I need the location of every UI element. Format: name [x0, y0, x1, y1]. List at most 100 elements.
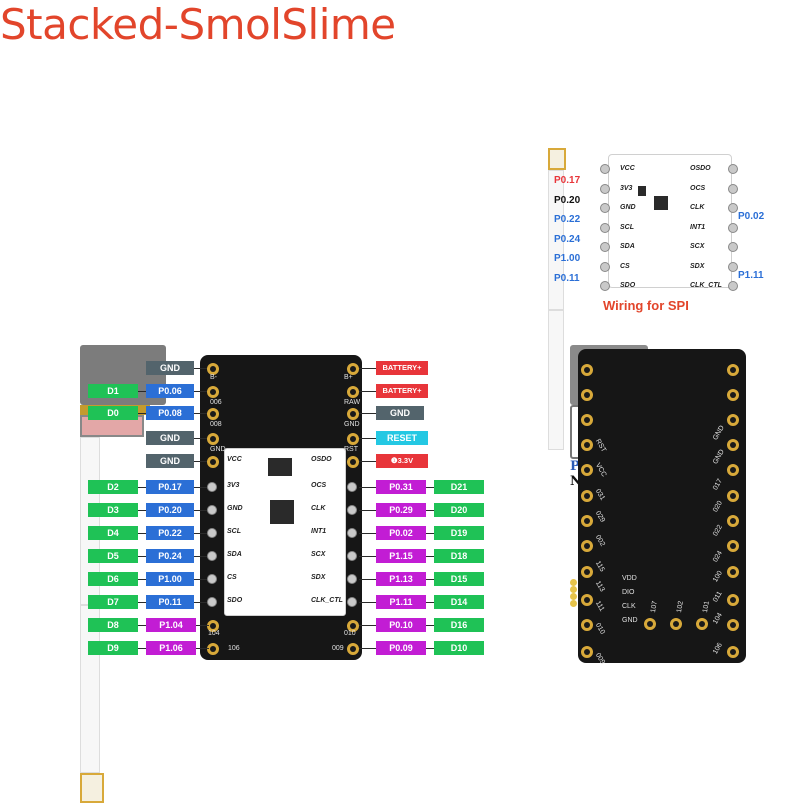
nrf-label-left: P0.20	[146, 503, 194, 517]
gpio-label-left: D5	[88, 549, 138, 563]
leader-line-left	[138, 413, 146, 414]
front-module-silk-right: SCX	[311, 551, 326, 558]
front-module-silk-left: SDA	[227, 551, 242, 558]
back-small-pad	[570, 600, 577, 607]
front-pin-left	[207, 386, 219, 398]
spi-pin-label-left: P0.17	[554, 175, 581, 186]
front-pin-right	[347, 620, 359, 632]
leader-line-right	[426, 579, 434, 580]
leader-line-left	[194, 391, 207, 392]
nrf-label-right: GND	[376, 406, 424, 420]
gpio-label-right: D10	[434, 641, 484, 655]
back-pin-left	[581, 515, 593, 527]
back-pcb	[578, 349, 746, 663]
front-pin-right	[347, 505, 357, 515]
front-pin-left	[207, 528, 217, 538]
leader-line-right	[359, 461, 376, 462]
spi-header-pin-right	[728, 222, 738, 233]
gpio-label-right: D14	[434, 595, 484, 609]
front-module-silk-right: OCS	[311, 482, 327, 489]
leader-line-right	[426, 556, 434, 557]
back-pin-lead	[570, 519, 571, 549]
front-silk-right: GND	[344, 421, 360, 428]
nrf-label-right: BATTERY+	[376, 361, 428, 375]
leader-line-left	[138, 510, 146, 511]
nrf-label-left: P0.08	[146, 406, 194, 420]
gpio-label-left: D3	[88, 503, 138, 517]
front-module-silk-left: SCL	[227, 528, 241, 535]
back-pin-left	[581, 594, 593, 606]
front-silk-left: B-	[210, 374, 217, 381]
back-pin-left	[581, 646, 593, 658]
leader-line-right	[359, 368, 376, 369]
spi-header-strip-left	[548, 170, 564, 310]
front-pin-right	[347, 386, 359, 398]
nrf-label-left: P0.11	[146, 595, 194, 609]
front-silk-left: 008	[210, 421, 222, 428]
front-module-silk-left: VCC	[227, 456, 242, 463]
spi-module-silk-right: SCX	[690, 243, 705, 250]
leader-line-right	[426, 648, 434, 649]
front-pin-left	[207, 597, 217, 607]
gpio-label-left: D0	[88, 406, 138, 420]
gpio-label-right: D21	[434, 480, 484, 494]
nrf-label-right: P0.09	[376, 641, 426, 655]
back-small-pad-label: GND	[622, 617, 638, 624]
spi-pin-label-right: P1.11	[738, 270, 764, 281]
gpio-label-left: D9	[88, 641, 138, 655]
front-silk-bottom-left2: 106	[228, 645, 240, 652]
page-title: Stacked-SmolSlime	[0, 0, 396, 49]
front-module-silk-right: CLK	[311, 505, 326, 512]
spi-header-pin-right	[728, 261, 738, 272]
nrf-label-left: P0.24	[146, 549, 194, 563]
spi-caption: Wiring for SPI	[603, 298, 689, 313]
spi-header-pin-left	[600, 261, 610, 272]
spi-header-pin-left	[600, 164, 610, 174]
back-pin-right	[727, 619, 739, 631]
leader-line-left	[138, 533, 146, 534]
nrf-label-left: P0.17	[146, 480, 194, 494]
leader-line-right	[426, 533, 434, 534]
spi-header-pin-left	[600, 203, 610, 213]
leader-line-right	[426, 602, 434, 603]
gpio-label-right: D18	[434, 549, 484, 563]
gpio-label-left: D1	[88, 384, 138, 398]
nrf-label-left: GND	[146, 361, 194, 375]
spi-module-silk-left: SDA	[620, 243, 635, 250]
back-pin-bottom	[644, 618, 656, 630]
front-pin-left	[207, 643, 219, 655]
front-module-silk-left: GND	[227, 505, 243, 512]
spi-pin-label-left: P0.20	[554, 194, 581, 206]
nrf-label-right: P0.02	[376, 526, 426, 540]
leader-line-left	[138, 487, 146, 488]
leader-line-right	[359, 648, 376, 649]
nrf-label-right: BATTERY+	[376, 384, 428, 398]
back-pin-right	[727, 414, 739, 426]
gpio-label-right: D16	[434, 618, 484, 632]
leader-line-left	[194, 461, 207, 462]
back-pin-lead	[570, 549, 571, 579]
leader-line-left	[138, 556, 146, 557]
spi-small-chip	[638, 186, 646, 196]
back-pin-right	[727, 566, 739, 578]
nrf-label-left: GND	[146, 454, 194, 468]
back-pin-left	[581, 464, 593, 476]
nrf-label-left: GND	[146, 431, 194, 445]
back-pin-right	[727, 594, 739, 606]
leader-line-left	[194, 556, 207, 557]
back-small-pad	[570, 586, 577, 593]
front-reg-chip	[268, 458, 292, 476]
back-pin-left	[581, 414, 593, 426]
spi-module-silk-left: VCC	[620, 165, 635, 172]
spi-module-silk-right: SDX	[690, 262, 705, 270]
front-imu-module	[224, 448, 346, 616]
front-pin-right	[347, 433, 359, 445]
front-module-silk-right: SDX	[311, 574, 326, 581]
nrf-label-right: P1.13	[376, 572, 426, 586]
leader-line-left	[194, 510, 207, 511]
leader-line-right	[426, 487, 434, 488]
front-module-silk-right: OSDO	[311, 456, 332, 463]
front-silk-left: GND	[210, 446, 226, 453]
spi-module-silk-left: GND	[620, 204, 636, 211]
